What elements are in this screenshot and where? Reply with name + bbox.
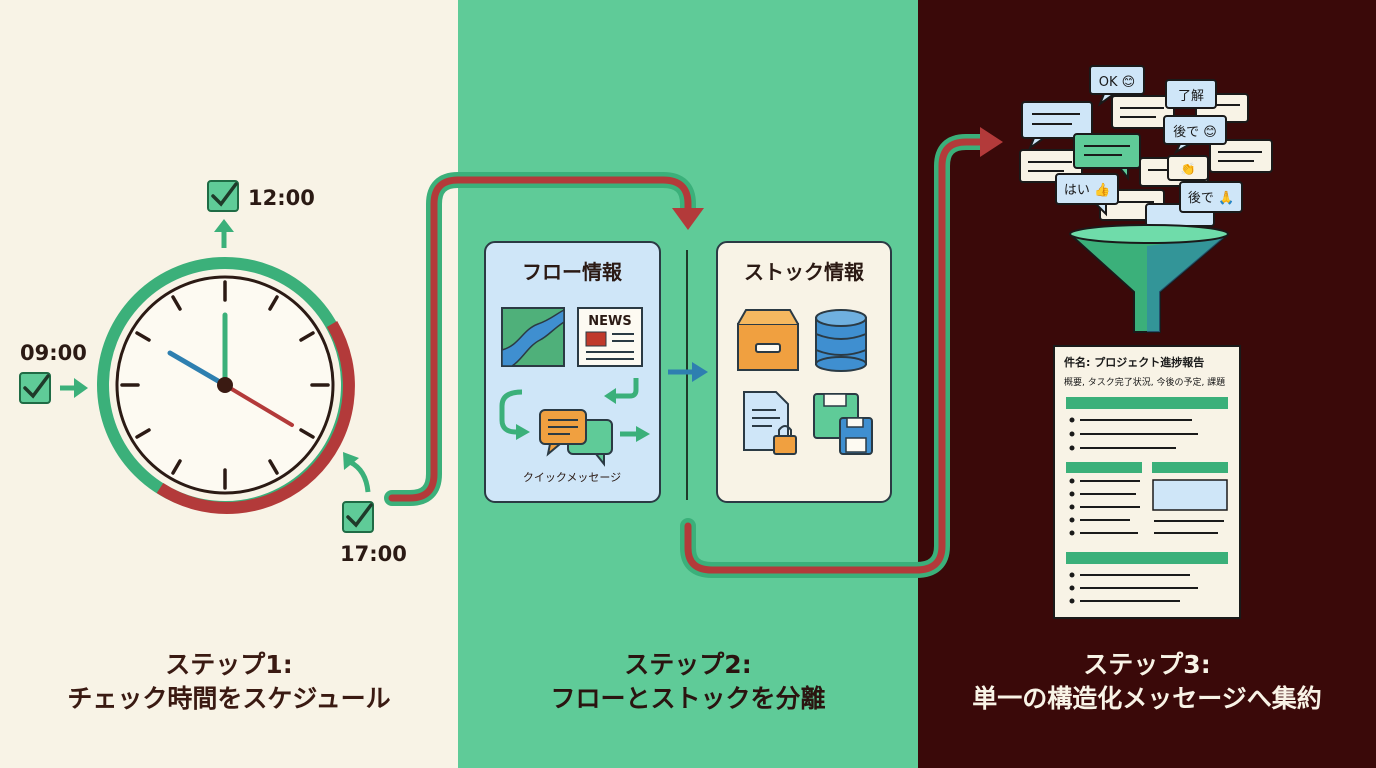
floppy-disks-icon: [813, 393, 873, 455]
database-icon: [815, 309, 867, 372]
step3-caption-line1: ステップ3:: [1083, 650, 1211, 679]
structured-report: 件名: プロジェクト進捗報告 概要, タスク完了状況, 今後の予定, 課題: [1053, 345, 1241, 619]
step1-caption: ステップ1: チェック時間をスケジュール: [0, 648, 458, 716]
flow-to-stock-arrow-icon: [668, 362, 708, 382]
flow-info-title: フロー情報: [522, 260, 623, 284]
message-bubbles-cloud: OK 😊 了解 後で 😊 👏 はい 👍 後で 🙏: [1019, 65, 1273, 227]
connector-arrow-2: [680, 127, 1003, 578]
time-evening: 17:00: [340, 542, 407, 566]
quick-message-label: クイックメッセージ: [523, 471, 621, 484]
later-bubble-1: 後で 😊: [1163, 115, 1227, 155]
file-drawer-icon: [737, 309, 799, 371]
clap-bubble-text: 👏: [1181, 162, 1196, 176]
later-bubble-2: 後で 🙏: [1179, 181, 1243, 213]
step1-caption-line1: ステップ1:: [165, 650, 293, 679]
blank-bubble-icon: [1111, 95, 1175, 129]
noon-checkbox-icon: [207, 180, 239, 212]
hour-hand: [167, 350, 228, 388]
yes-bubble-text: はい 👍: [1064, 182, 1110, 198]
green-bubble-icon: [1073, 133, 1141, 181]
step2-caption-line2: フローとストックを分離: [550, 684, 826, 713]
up-arrow-icon: [214, 219, 234, 248]
second-hand: [223, 383, 294, 427]
morning-checkbox-icon: [19, 372, 51, 404]
yes-bubble: はい 👍: [1055, 173, 1119, 217]
time-morning: 09:00: [20, 341, 87, 365]
blank-bubble-icon: [1021, 101, 1093, 151]
connector-arrow-1: [384, 172, 704, 506]
locked-document-icon: [743, 391, 797, 455]
step2-caption-line1: ステップ2:: [624, 650, 752, 679]
newspaper-icon: NEWS: [577, 307, 643, 367]
ok-bubble: OK 😊: [1089, 65, 1145, 107]
evening-checkbox-icon: [342, 501, 374, 533]
clock: [97, 257, 355, 514]
flow-arrows-icon: [499, 378, 650, 442]
chat-bubbles-icon: [539, 409, 613, 467]
clap-bubble: 👏: [1167, 155, 1209, 181]
later-bubble-1-text: 後で 😊: [1173, 125, 1217, 140]
step3-caption: ステップ3: 単一の構造化メッセージへ集約: [918, 648, 1376, 716]
stock-info-title: ストック情報: [744, 260, 865, 284]
curved-arrow-icon: [343, 452, 371, 493]
understood-bubble-text: 了解: [1178, 89, 1204, 104]
step1-caption-line2: チェック時間をスケジュール: [67, 684, 391, 713]
step3-caption-line2: 単一の構造化メッセージへ集約: [972, 684, 1322, 713]
news-label: NEWS: [588, 314, 631, 329]
understood-bubble: 了解: [1165, 79, 1217, 109]
time-noon: 12:00: [248, 186, 315, 210]
report-subject: 件名: プロジェクト進捗報告: [1064, 355, 1204, 369]
later-bubble-2-text: 後で 🙏: [1188, 190, 1234, 206]
blank-bubble-icon: [1209, 139, 1273, 173]
ok-bubble-text: OK 😊: [1099, 75, 1135, 90]
right-arrow-icon: [60, 378, 88, 398]
river-icon: [501, 307, 565, 367]
step2-caption: ステップ2: フローとストックを分離: [458, 648, 918, 716]
funnel-icon: [1069, 224, 1229, 333]
report-summary: 概要, タスク完了状況, 今後の予定, 課題: [1064, 376, 1225, 388]
